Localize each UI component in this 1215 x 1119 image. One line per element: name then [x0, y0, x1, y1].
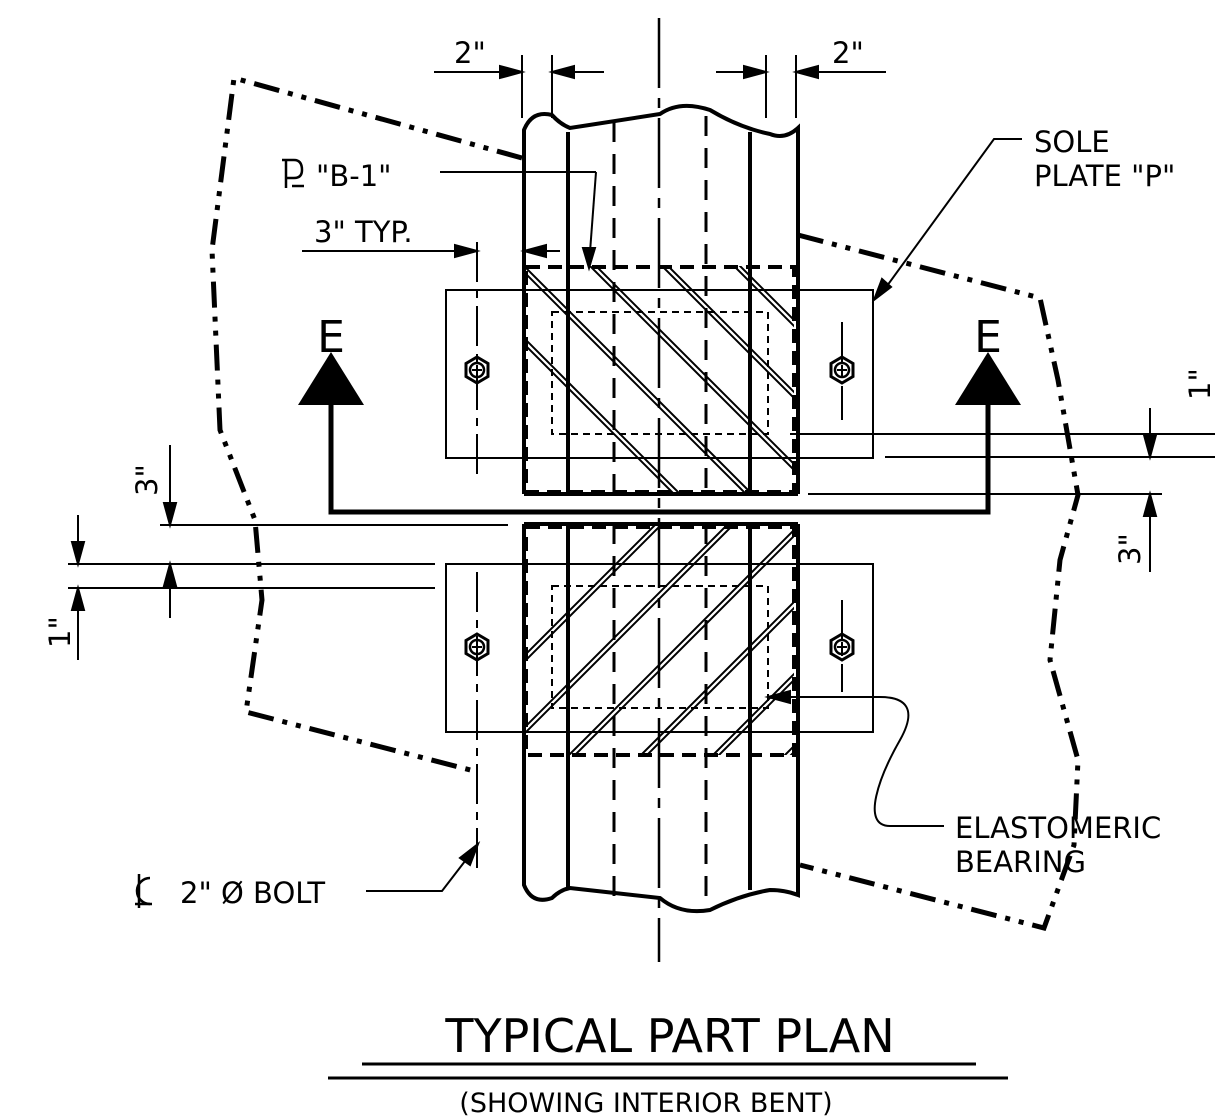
bolt-top-right [829, 322, 855, 420]
dim-top-right-text: 2" [832, 36, 864, 70]
bolt-bottom-right [829, 600, 855, 692]
plate-b1-label: "B-1" [316, 159, 392, 193]
section-label-right: E [974, 312, 1002, 363]
bolt-bottom-left [464, 572, 490, 875]
sole-plate-top [445, 289, 874, 459]
typ-3-label: 3" TYP. [314, 215, 413, 249]
bolt-top-left [464, 242, 490, 480]
girder-upper-segment [522, 103, 800, 496]
plate-b1-top [524, 265, 796, 494]
plate-b1-leader [440, 171, 597, 272]
drawing-subtitle: (SHOWING INTERIOR BENT) [459, 1088, 832, 1119]
section-label-left: E [317, 312, 345, 363]
plate-symbol [282, 158, 304, 188]
section-cut-line [298, 352, 1021, 515]
bolt-label: 2" Ø BOLT [180, 876, 325, 910]
dimension-right-1 [790, 408, 1215, 461]
elastomeric-leader [764, 689, 944, 827]
sole-plate-label-2: PLATE "P" [1034, 159, 1175, 193]
drawing-title: TYPICAL PART PLAN [444, 1009, 894, 1063]
dimension-left-1 [68, 515, 435, 660]
dimension-top-left [434, 55, 604, 118]
bent-cap-outline [209, 74, 1081, 931]
dimension-3-typ [302, 243, 560, 259]
sole-plate-bottom [445, 563, 874, 733]
dimension-top-right [716, 55, 886, 118]
dim-1-left-text: 1" [43, 616, 77, 648]
centerline-symbol [135, 874, 152, 908]
dim-top-left-text: 2" [454, 36, 486, 70]
dim-3-left-text: 3" [130, 464, 164, 496]
elastomeric-label-2: BEARING [955, 845, 1086, 879]
dim-1-right-text: 1" [1183, 368, 1215, 400]
elastomeric-label-1: ELASTOMERIC [955, 811, 1161, 845]
sole-plate-leader [871, 138, 1022, 303]
elastomeric-pad-bottom [551, 585, 769, 709]
dimension-right-3 [808, 490, 1162, 572]
dimension-left-3 [160, 445, 508, 529]
bolt-leader [366, 841, 481, 892]
dim-3-right-text: 3" [1113, 533, 1147, 565]
sole-plate-label-1: SOLE [1034, 125, 1110, 159]
